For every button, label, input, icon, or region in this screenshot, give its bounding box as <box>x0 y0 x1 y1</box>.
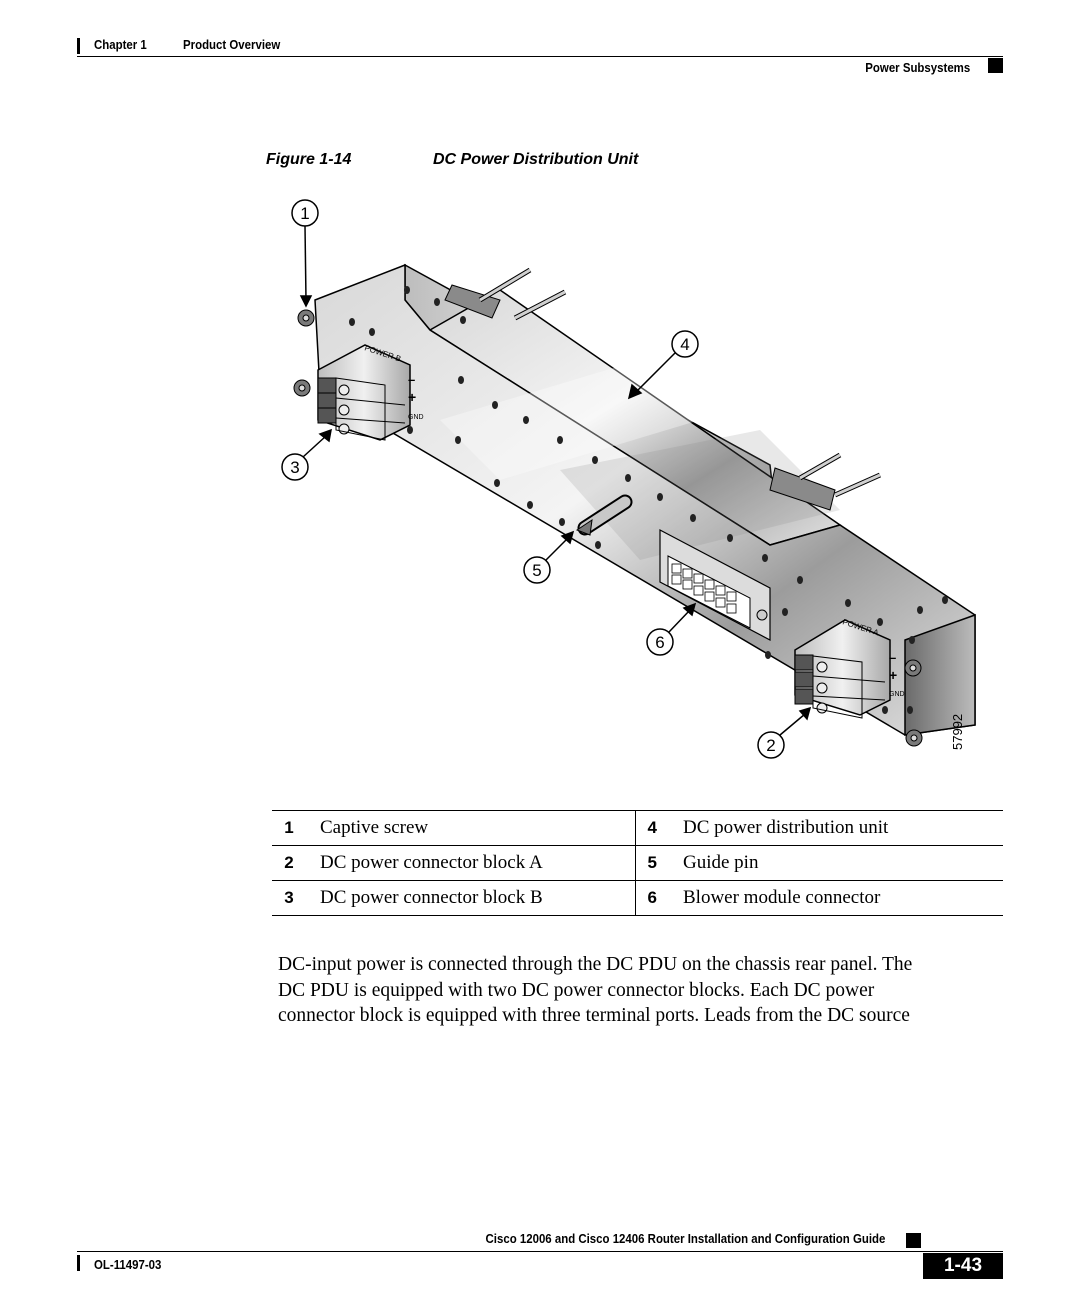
figure-title: DC Power Distribution Unit <box>433 151 639 168</box>
header-chapter-title: Product Overview <box>183 37 281 52</box>
footer-doc-number: OL-11497-03 <box>94 1257 162 1272</box>
connector-block-b <box>317 344 411 441</box>
body-line: DC-input power is connected through the … <box>278 954 913 975</box>
page-number-tab <box>923 1253 1003 1279</box>
page-number: 1-43 <box>943 1255 983 1276</box>
blower-module-connector <box>659 529 771 641</box>
captive-screw-1 <box>297 309 315 327</box>
legend-num: 2 <box>272 845 306 881</box>
table-row: 2 DC power connector block A 5 Guide pin <box>272 845 1003 881</box>
captive-screw-2 <box>293 379 311 397</box>
callout-circle-4 <box>671 330 699 358</box>
table-row: 1 Captive screw 4 DC power distribution … <box>272 810 1003 846</box>
dc-pdu-illustration: POWER B – + GND POWER A – + GND <box>281 199 976 759</box>
label-gnd-b: GND <box>408 414 424 421</box>
footer-guide-title: Cisco 12006 and Cisco 12406 Router Insta… <box>485 1231 885 1246</box>
art-number: 57992 <box>950 714 965 750</box>
body-paragraph: DC-input power is connected through the … <box>278 952 912 1029</box>
label-plus-b: + <box>408 389 416 405</box>
header-chapter: Chapter 1 <box>94 37 147 52</box>
callout-6: 6 <box>655 633 664 652</box>
legend-num: 6 <box>635 880 669 916</box>
callout-2: 2 <box>766 736 775 755</box>
label-minus-a: – <box>889 650 896 665</box>
footer-left-bar <box>77 1255 80 1271</box>
legend-desc: Blower module connector <box>669 880 1003 916</box>
legend-desc: Guide pin <box>669 845 1003 881</box>
pdu-end-face <box>904 613 976 736</box>
legend-num: 3 <box>272 880 306 916</box>
callout-circle-2 <box>757 731 785 759</box>
body-line: connector block is equipped with three t… <box>278 1005 910 1026</box>
legend-desc: DC power connector block A <box>306 845 636 881</box>
callout-circle-6 <box>646 628 674 656</box>
captive-screw-4 <box>905 729 923 747</box>
legend-desc: Captive screw <box>306 810 636 846</box>
figure-label: Figure 1-14 <box>266 151 352 168</box>
legend-num: 4 <box>635 810 669 846</box>
legend-num: 1 <box>272 810 306 846</box>
legend-desc: DC power connector block B <box>306 880 636 916</box>
header-section: Power Subsystems <box>865 60 970 75</box>
header-rule <box>77 56 1003 57</box>
callout-circle-3 <box>281 453 309 481</box>
connector-block-a <box>794 619 891 719</box>
captive-screw-3 <box>904 659 922 677</box>
callout-3: 3 <box>290 458 299 477</box>
label-gnd-a: GND <box>889 691 905 698</box>
callout-4: 4 <box>680 335 689 354</box>
footer-guide-block <box>906 1233 921 1248</box>
label-minus-b: – <box>408 372 415 387</box>
legend-desc: DC power distribution unit <box>669 810 1003 846</box>
header-section-block <box>988 58 1003 73</box>
label-plus-a: + <box>889 667 897 683</box>
callout-legend-table: 1 Captive screw 4 DC power distribution … <box>272 810 1003 916</box>
callout-1: 1 <box>300 204 309 223</box>
header-left-bar <box>77 38 80 54</box>
body-line: DC PDU is equipped with two DC power con… <box>278 979 875 1001</box>
table-row: 3 DC power connector block B 6 Blower mo… <box>272 880 1003 916</box>
footer-rule <box>77 1251 1003 1252</box>
legend-num: 5 <box>635 845 669 881</box>
callout-5: 5 <box>532 561 541 580</box>
callout-circle-5 <box>523 556 551 584</box>
